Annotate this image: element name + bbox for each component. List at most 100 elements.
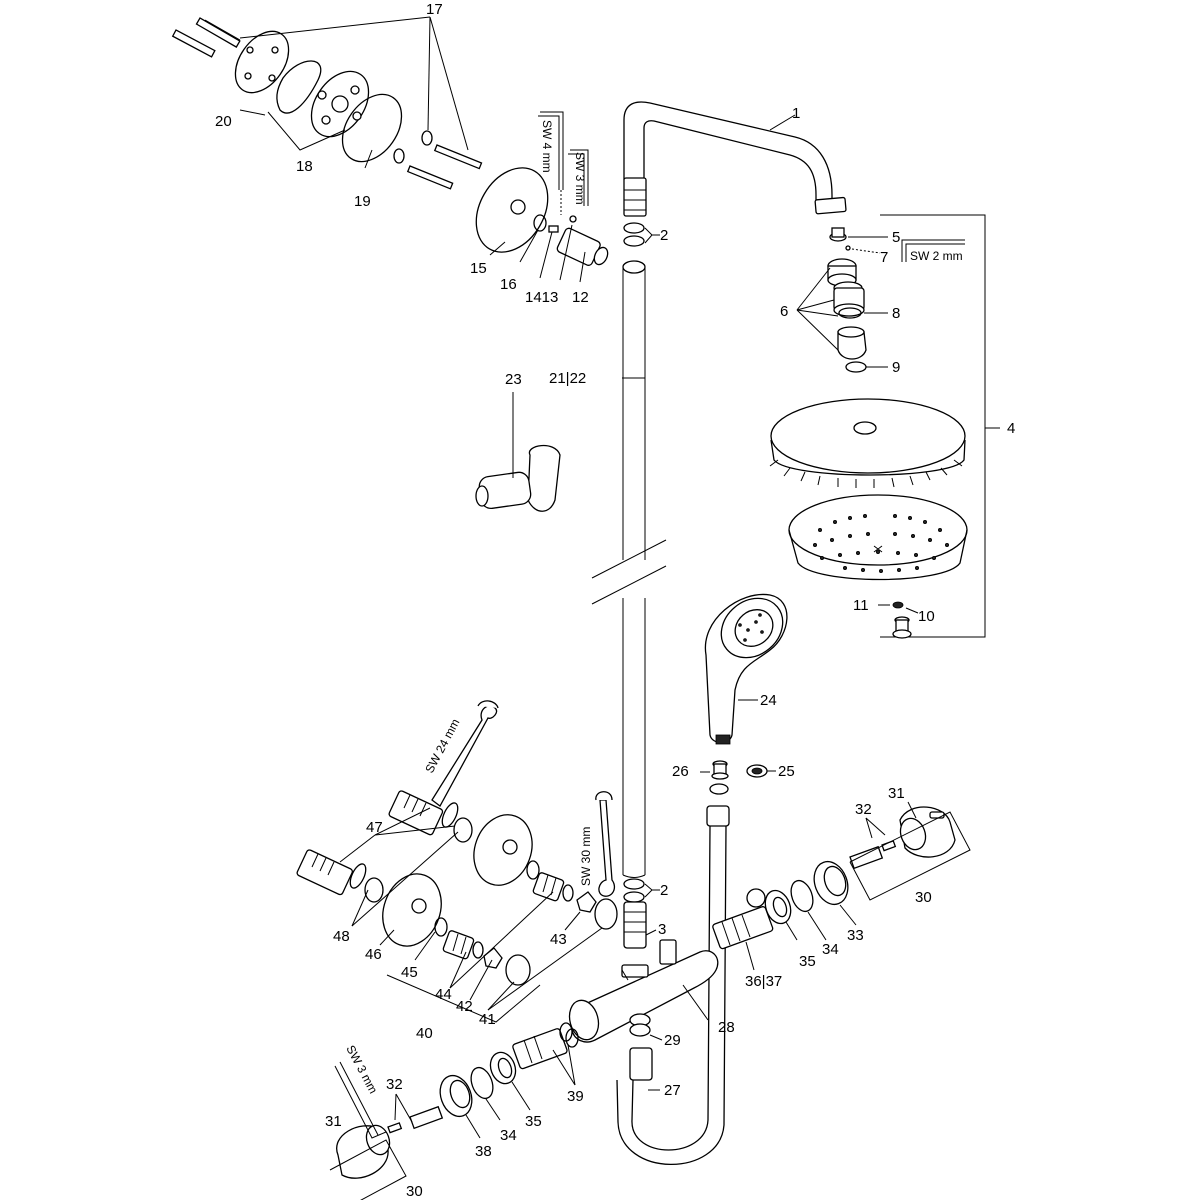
thermostat-body-28 xyxy=(568,939,719,1043)
nut-48 xyxy=(364,877,384,903)
label-2122: 21|22 xyxy=(549,370,586,387)
screw-10 xyxy=(892,616,912,639)
shower-riser xyxy=(591,101,847,949)
label-1: 1 xyxy=(792,105,800,122)
label-20: 20 xyxy=(215,113,232,130)
label-16: 16 xyxy=(500,276,517,293)
wood-screw-a xyxy=(433,144,483,170)
label-28: 28 xyxy=(718,1019,735,1036)
oring-11 xyxy=(892,601,904,609)
label-40: 40 xyxy=(416,1025,433,1042)
wall-screw-b xyxy=(171,29,216,58)
label-41: 41 xyxy=(479,1011,496,1028)
slider-holder-23 xyxy=(475,392,561,512)
nipple-26 xyxy=(700,760,729,780)
cartridge-39 xyxy=(512,1028,568,1070)
oring-34-right xyxy=(790,879,814,913)
label-34-left: 34 xyxy=(500,1127,517,1144)
hex-key-sw2 xyxy=(901,239,965,262)
oring-2b xyxy=(623,235,645,247)
handle-31-left xyxy=(336,1124,391,1179)
label-26: 26 xyxy=(672,763,689,780)
label-2-top: 2 xyxy=(660,227,668,244)
label-25: 25 xyxy=(778,763,795,780)
label-45: 45 xyxy=(401,964,418,981)
gasket-18 xyxy=(276,60,322,114)
check-valve-44a xyxy=(532,872,565,902)
tool-label-sw4: SW 4 mm xyxy=(540,120,554,173)
hex-key-sw4 xyxy=(538,111,564,215)
wrench-sw30 xyxy=(595,791,616,897)
hex-key-sw3 xyxy=(568,149,589,206)
oring-2d xyxy=(623,878,645,890)
wall-screw-a xyxy=(195,17,241,48)
label-38: 38 xyxy=(475,1143,492,1160)
union-nut-41a xyxy=(594,898,618,930)
clip-36 xyxy=(746,888,766,908)
eccentric-47a xyxy=(388,790,459,836)
fitting-42 xyxy=(483,947,503,969)
label-35-left: 35 xyxy=(525,1113,542,1130)
wood-screw-b xyxy=(406,165,454,190)
label-6: 6 xyxy=(780,303,788,320)
label-32-right: 32 xyxy=(855,801,872,818)
label-17: 17 xyxy=(426,1,443,18)
label-8: 8 xyxy=(892,305,900,322)
part-labels: 1 2 2 3 4 5 6 7 8 9 10 11 12 1413 15 16 … xyxy=(215,1,1015,1200)
grub-13 xyxy=(569,215,577,223)
oring-16 xyxy=(533,214,547,232)
label-7: 7 xyxy=(880,249,888,266)
cartridge-37 xyxy=(712,906,774,950)
label-39: 39 xyxy=(567,1088,584,1105)
label-29: 29 xyxy=(664,1032,681,1049)
nut-29 xyxy=(629,1013,663,1041)
fitting-43 xyxy=(576,891,597,913)
filter-25 xyxy=(746,764,776,778)
washer-17a xyxy=(421,130,433,146)
tool-label-sw3-bottom: SW 3 mm xyxy=(343,1043,380,1096)
label-47: 47 xyxy=(366,819,383,836)
supply-union-group xyxy=(296,700,618,1023)
label-19: 19 xyxy=(354,193,371,210)
grub-7 xyxy=(845,245,851,251)
label-27: 27 xyxy=(664,1082,681,1099)
label-3637: 36|37 xyxy=(745,973,782,990)
label-1413: 1413 xyxy=(525,289,558,306)
oring-8 xyxy=(838,307,862,319)
label-5: 5 xyxy=(892,229,900,246)
label-3: 3 xyxy=(658,921,666,938)
connector-3 xyxy=(623,901,647,949)
oring-2e xyxy=(623,891,645,903)
label-4: 4 xyxy=(1007,420,1015,437)
label-42: 42 xyxy=(456,998,473,1015)
hex-key-sw3-left xyxy=(339,1061,379,1136)
oring-45b xyxy=(434,917,448,937)
label-32-left: 32 xyxy=(386,1076,403,1093)
label-48: 48 xyxy=(333,928,350,945)
spray-nozzles xyxy=(813,514,950,574)
wall-arm-12 xyxy=(556,227,609,266)
label-12: 12 xyxy=(572,289,589,306)
stop-ring-38 xyxy=(439,1074,473,1118)
nut-47 xyxy=(453,817,473,843)
spindle-32-right xyxy=(849,840,897,870)
wall-mount-group xyxy=(171,16,483,190)
tool-labels: SW 4 mm SW 3 mm SW 2 mm SW 24 mm SW 30 m… xyxy=(343,120,962,1096)
rosette-group xyxy=(475,167,609,283)
label-44: 44 xyxy=(435,986,452,1003)
label-33: 33 xyxy=(847,927,864,944)
label-30-right: 30 xyxy=(915,889,932,906)
label-23: 23 xyxy=(505,371,522,388)
check-valve-44b xyxy=(442,930,475,960)
label-35-right: 35 xyxy=(799,953,816,970)
nut-35-left xyxy=(489,1051,517,1085)
label-46: 46 xyxy=(365,946,382,963)
mount-plate-18 xyxy=(310,70,370,138)
label-15: 15 xyxy=(470,260,487,277)
label-11: 11 xyxy=(853,597,869,614)
label-10: 10 xyxy=(918,608,935,625)
label-31-right: 31 xyxy=(888,785,905,802)
rosette-46a xyxy=(473,814,533,886)
label-30-left: 30 xyxy=(406,1183,423,1200)
